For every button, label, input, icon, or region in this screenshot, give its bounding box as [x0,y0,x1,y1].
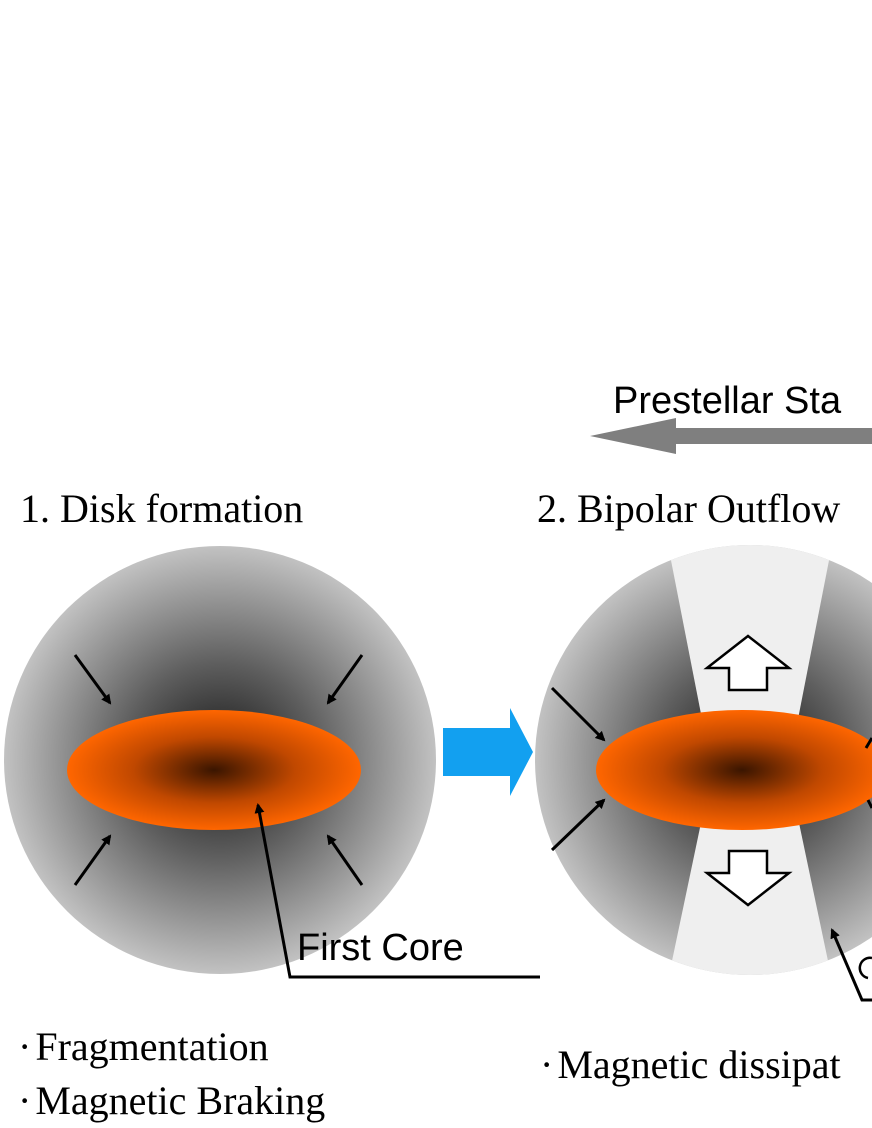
first-core-disk [67,710,361,830]
infall-arrow-icon [864,737,872,749]
panel-2-title: 2. Bipolar Outflow [537,486,840,531]
partial-callout-pointer [830,928,872,1002]
infall-arrow-icon [326,654,364,705]
infall-arrow-icon [550,798,606,852]
panel-1-notes: ·Fragmentation ·Magnetic Braking [18,1024,325,1123]
first-core-disk [596,710,872,830]
note-item: ·Magnetic dissipat [540,1042,841,1087]
bullet: · [540,1042,553,1087]
infall-arrow-icon [73,654,112,705]
infall-arrow-icon [550,686,606,742]
bullet: · [18,1024,31,1069]
outflow-arrow-icon [703,634,793,692]
panel-2-notes: ·Magnetic dissipat [540,1042,841,1087]
stage-label: Prestellar Sta [613,380,842,422]
process-arrow-icon [443,708,533,796]
stage-arrow-icon [590,418,872,454]
first-core-pointer [254,803,540,979]
partial-callout-glyph [858,956,872,980]
bullet: · [18,1078,31,1123]
note-text: Fragmentation [35,1024,268,1069]
outflow-arrow-icon [703,849,793,907]
first-core-label: First Core [297,927,464,969]
note-item: ·Fragmentation [18,1024,269,1069]
panel-1-disk-formation [4,546,436,974]
panel-2-bipolar-outflow [535,545,872,1002]
infall-arrow-icon [326,834,364,886]
infall-arrow-icon [866,799,872,809]
note-text: Magnetic Braking [35,1078,325,1123]
note-text: Magnetic dissipat [557,1042,840,1087]
panel-1-title: 1. Disk formation [20,486,303,531]
infall-arrow-icon [73,834,112,886]
note-item: ·Magnetic Braking [18,1078,325,1123]
